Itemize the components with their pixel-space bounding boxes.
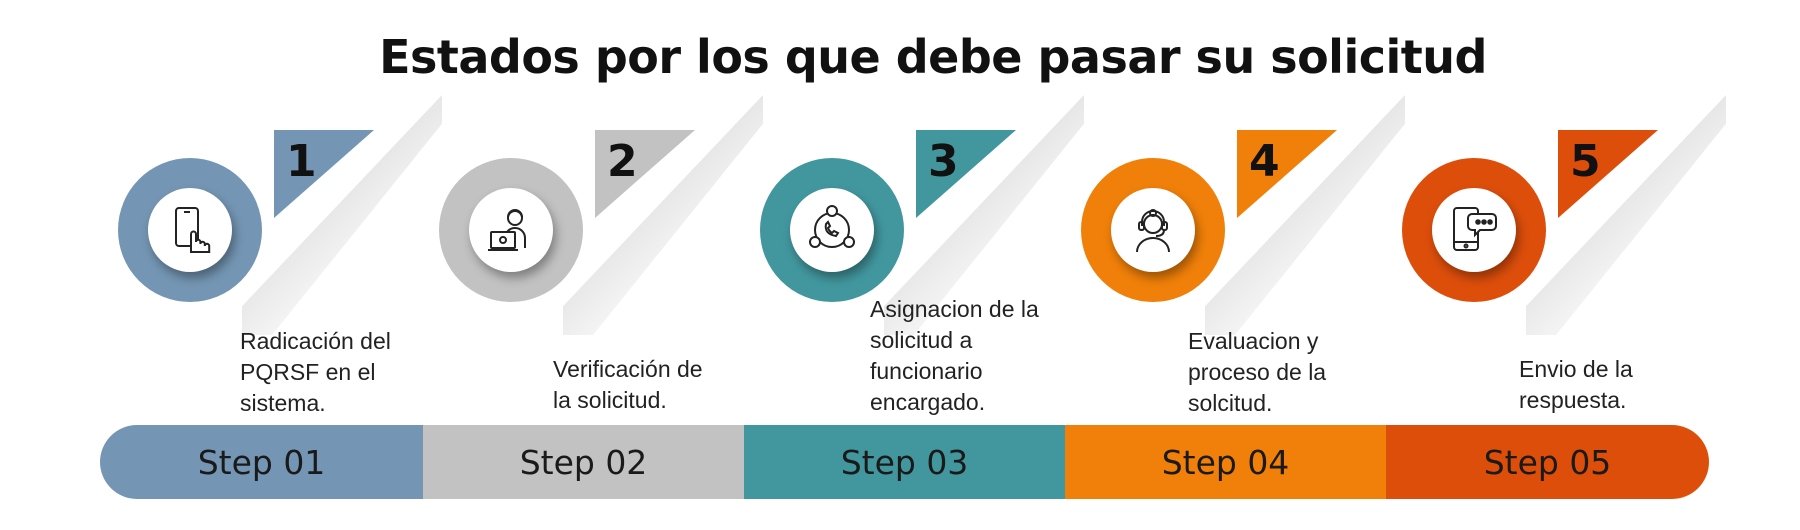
step-5-description: Envio de la respuesta. (1519, 356, 1633, 413)
page-title: Estados por los que debe pasar su solici… (379, 30, 1487, 84)
step-2-description: Verificación de la solicitud. (553, 356, 703, 413)
step-bar-2: Step 02 (423, 425, 744, 499)
step-1-number: 1 (286, 136, 317, 187)
step-4: 4 Evaluacion y proceso de la solcitud. (1081, 0, 1411, 530)
step-3: 3 Asignacion de la solicitud a funcionar… (760, 0, 1090, 530)
phone-chat-icon (1453, 207, 1497, 251)
step-bar-5: Step 05 (1386, 425, 1709, 499)
step-5-number: 5 (1570, 136, 1601, 187)
network-call-icon (809, 205, 855, 248)
step-5-icon-circle (1432, 188, 1516, 272)
step-3-icon-circle (790, 188, 874, 272)
step-3-number: 3 (928, 136, 959, 187)
step-2: 2 Verificación de la solicitud. (439, 0, 769, 530)
step-1: 1 Radicación del PQRSF en el sistema. (118, 0, 448, 530)
step-5: 5 Envio de la respuesta. (1402, 0, 1732, 530)
step-bar-4: Step 04 (1065, 425, 1386, 499)
step-4-description: Evaluacion y proceso de la solcitud. (1188, 328, 1327, 416)
step-4-icon-circle (1111, 188, 1195, 272)
step-2-number: 2 (607, 136, 638, 187)
step-3-description: Asignacion de la solicitud a funcionario… (870, 296, 1039, 415)
step-2-icon-circle (469, 188, 553, 272)
step-1-icon-circle (148, 188, 232, 272)
headset-operator-icon (1136, 209, 1170, 253)
touch-phone-icon (175, 207, 211, 253)
step-bar-3: Step 03 (744, 425, 1065, 499)
agent-laptop-icon (488, 209, 526, 251)
step-4-number: 4 (1249, 136, 1280, 187)
step-1-description: Radicación del PQRSF en el sistema. (240, 328, 391, 416)
step-bar-1: Step 01 (100, 425, 423, 499)
